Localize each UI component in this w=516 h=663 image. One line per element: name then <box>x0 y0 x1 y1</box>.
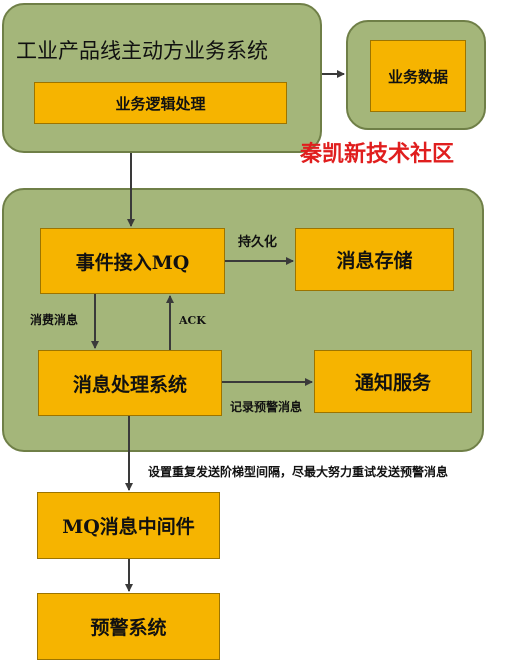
business-system-panel <box>2 3 322 153</box>
persist-label: 持久化 <box>238 235 278 250</box>
notification-service-box: 通知服务 <box>314 350 472 413</box>
message-storage-box: 消息存储 <box>295 228 454 291</box>
message-processing-box: 消息处理系统 <box>38 350 222 416</box>
watermark-text: 秦凯新技术社区 <box>300 141 455 167</box>
business-data-box: 业务数据 <box>370 40 466 112</box>
business-logic-box: 业务逻辑处理 <box>34 82 287 124</box>
consume-label: 消费消息 <box>30 313 79 327</box>
event-access-mq-box: 事件接入MQ <box>40 228 225 294</box>
ack-label: ACK <box>179 314 206 327</box>
alert-system-box: 预警系统 <box>37 593 220 660</box>
mq-middleware-box: MQ消息中间件 <box>37 492 220 559</box>
retry-note-label: 设置重复发送阶梯型间隔，尽最大努力重试发送预警消息 <box>148 465 449 479</box>
record-alert-label: 记录预警消息 <box>230 400 303 414</box>
business-system-title: 工业产品线主动方业务系统 <box>16 39 268 63</box>
